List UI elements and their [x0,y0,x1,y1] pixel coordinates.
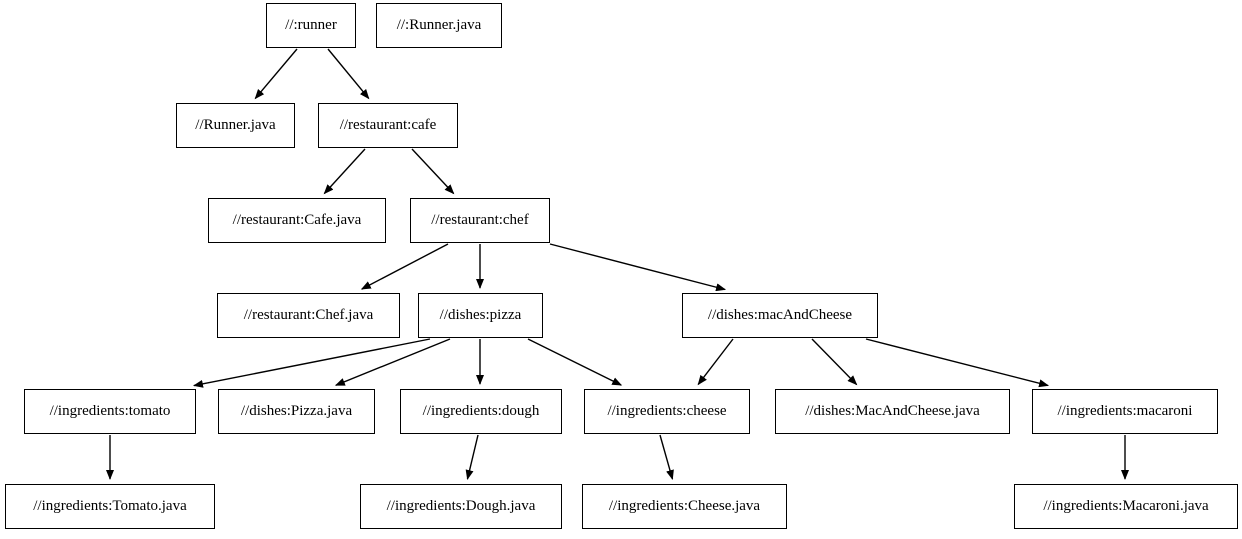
graph-node-macaroni[interactable]: //ingredients:macaroni [1032,389,1218,434]
graph-node-macaroni_java[interactable]: //ingredients:Macaroni.java [1014,484,1238,529]
graph-node-label: //:runner [285,17,337,33]
graph-node-dough[interactable]: //ingredients:dough [400,389,562,434]
graph-node-label: //ingredients:Tomato.java [33,498,187,514]
graph-node-label: //restaurant:Cafe.java [232,212,362,228]
graph-node-chef_java[interactable]: //restaurant:Chef.java [217,293,400,338]
graph-node-label: //ingredients:cheese [607,403,727,419]
graph-node-tomato_java[interactable]: //ingredients:Tomato.java [5,484,215,529]
graph-node-label: //Runner.java [195,117,276,133]
graph-node-label: //dishes:macAndCheese [707,307,853,323]
graph-node-label: //restaurant:chef [431,212,529,228]
graph-node-label: //dishes:MacAndCheese.java [805,403,980,419]
graph-node-label: //ingredients:tomato [49,403,171,419]
graph-node-label: //restaurant:Chef.java [243,307,374,323]
graph-node-macandcheese_java[interactable]: //dishes:MacAndCheese.java [775,389,1010,434]
graph-node-runner[interactable]: //:runner [266,3,356,48]
graph-node-macandcheese[interactable]: //dishes:macAndCheese [682,293,878,338]
graph-node-cafe[interactable]: //restaurant:cafe [318,103,458,148]
graph-node-label: //dishes:pizza [439,307,522,323]
graph-node-cafe_java[interactable]: //restaurant:Cafe.java [208,198,386,243]
graph-node-label: //dishes:Pizza.java [240,403,353,419]
graph-node-dough_java[interactable]: //ingredients:Dough.java [360,484,562,529]
graph-node-runner_java[interactable]: //Runner.java [176,103,295,148]
graph-node-label: //ingredients:Cheese.java [608,498,761,514]
graph-node-label: //restaurant:cafe [339,117,437,133]
graph-node-tomato[interactable]: //ingredients:tomato [24,389,196,434]
graph-node-label: //ingredients:dough [422,403,540,419]
graph-node-pizza[interactable]: //dishes:pizza [418,293,543,338]
graph-node-cheese[interactable]: //ingredients:cheese [584,389,750,434]
graph-node-label: //:Runner.java [396,17,482,33]
graph-node-chef[interactable]: //restaurant:chef [410,198,550,243]
graph-node-label: //ingredients:Dough.java [386,498,536,514]
graph-node-label: //ingredients:macaroni [1057,403,1193,419]
graph-node-root_runner_java[interactable]: //:Runner.java [376,3,502,48]
graph-node-cheese_java[interactable]: //ingredients:Cheese.java [582,484,787,529]
graph-node-pizza_java[interactable]: //dishes:Pizza.java [218,389,375,434]
graph-node-label: //ingredients:Macaroni.java [1043,498,1209,514]
